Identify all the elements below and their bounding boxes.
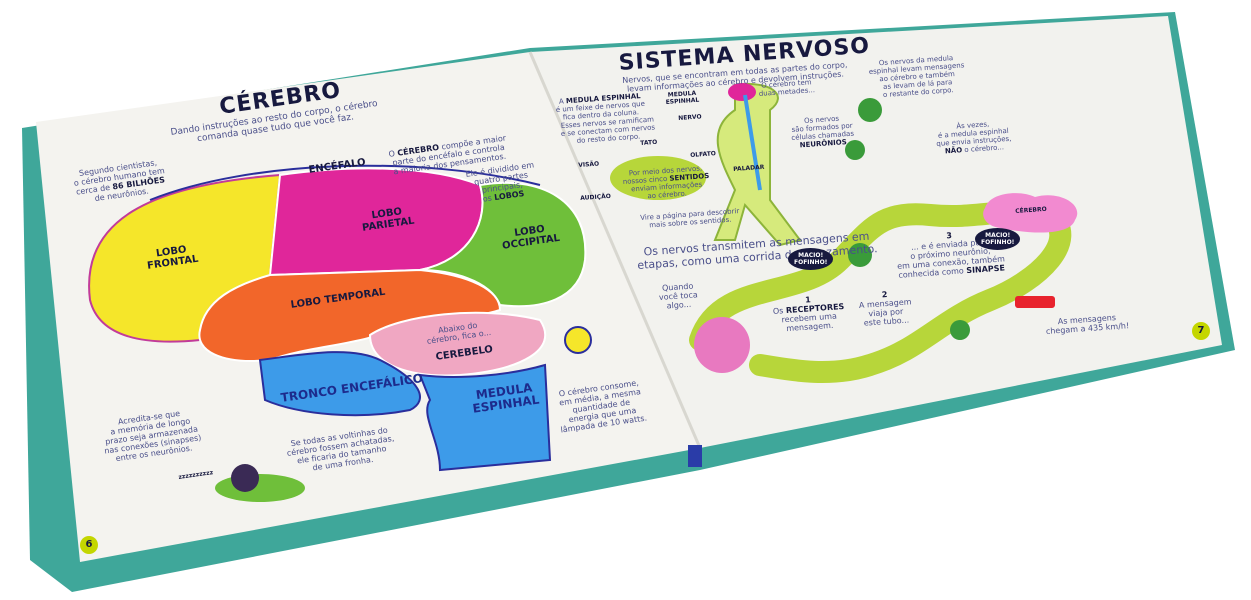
senses-fact: Por meio dos nervos, nossos cinco SENTID… — [622, 164, 710, 201]
spine-gutter — [528, 51, 702, 449]
neuron-green — [848, 243, 872, 267]
lobe-temporal — [198, 268, 502, 362]
speech-bubble-1: MACIO! FOFINHO! — [788, 248, 834, 270]
spinal-cord — [418, 363, 552, 472]
speech-bubble-2: MACIO! FOFINHO! — [975, 228, 1021, 250]
neuron-green — [845, 140, 865, 160]
lightbulb-icon — [564, 326, 592, 354]
page-number-6: 6 — [80, 536, 98, 554]
lobe-occipital — [419, 181, 587, 308]
brainstem — [258, 351, 421, 417]
sense-visao: VISÃO — [578, 160, 600, 169]
cat-circle — [694, 317, 750, 373]
cerebellum — [368, 311, 547, 377]
page-number-7: 7 — [1192, 322, 1210, 340]
neurons-fact-right: Os nervos são formados por células chama… — [791, 114, 855, 150]
neuron-green — [950, 320, 970, 340]
encefalo-arrow — [149, 164, 541, 201]
touch-text: Quando você toca algo... — [658, 281, 698, 311]
spinal-messages: Os nervos da medula espinhal levam mensa… — [868, 54, 965, 100]
figure-brain — [728, 83, 756, 101]
bookmark-ribbon — [688, 445, 702, 467]
sense-tato: TATO — [640, 138, 658, 147]
sleeping-child — [215, 474, 305, 502]
reflex-fact: Às vezes, é a medula espinhal que envia … — [936, 120, 1012, 156]
red-car — [1015, 296, 1055, 308]
label-medula: MEDULA ESPINHAL — [665, 89, 700, 106]
senses-circle — [610, 156, 706, 200]
brain-cloud — [983, 193, 1078, 233]
neuron-green — [858, 98, 882, 122]
